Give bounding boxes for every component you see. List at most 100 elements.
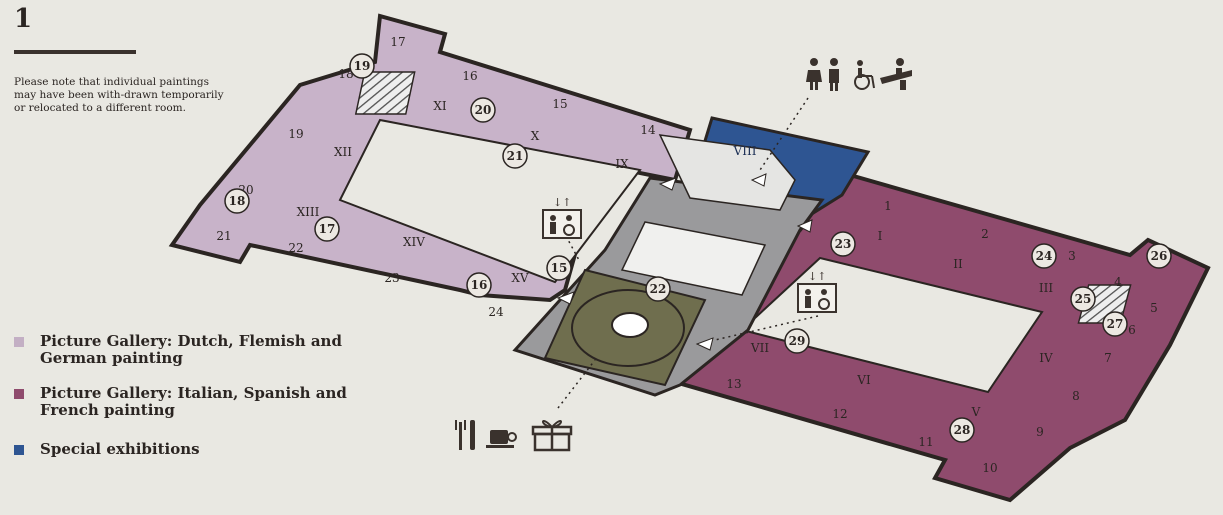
doorways <box>556 173 813 351</box>
room-V: V <box>971 405 981 419</box>
legend: Picture Gallery: Dutch, Flemish and Germ… <box>14 333 360 458</box>
room-XIII: XIII <box>297 205 320 219</box>
room-5: 5 <box>1150 301 1158 315</box>
room-14: 14 <box>640 123 656 137</box>
svg-text:24: 24 <box>1036 249 1053 263</box>
svg-text:22: 22 <box>650 282 667 296</box>
floor-number: 1 <box>14 4 33 34</box>
svg-text:21: 21 <box>507 149 524 163</box>
note-text: Please note that individual paintings ma… <box>14 76 224 114</box>
room-1: 1 <box>884 199 892 213</box>
room-24: 24 <box>488 305 504 319</box>
restroom-women-icon <box>806 58 822 90</box>
room-XV: XV <box>511 271 529 285</box>
room-19: 19 <box>288 127 303 141</box>
room-XI: XI <box>433 99 447 113</box>
marker-18[interactable]: 18 <box>224 188 250 214</box>
room-12: 12 <box>832 407 847 421</box>
restroom-men-icon <box>829 58 839 91</box>
marker-15[interactable]: 15 <box>546 255 572 281</box>
legend-label: Picture Gallery: Dutch, Flemish and Germ… <box>40 332 342 367</box>
room-IV: IV <box>1039 351 1053 365</box>
room-XIV: XIV <box>403 235 425 249</box>
marker-22[interactable]: 22 <box>645 276 671 302</box>
room-VIII: VIII <box>733 144 757 158</box>
room-18: 18 <box>338 67 353 81</box>
svg-text:16: 16 <box>471 278 488 292</box>
marker-27[interactable]: 27 <box>1102 311 1128 337</box>
legend-swatch-special <box>14 445 24 455</box>
elevator-icon: ↓↑ <box>542 196 582 239</box>
title-rule <box>14 50 136 54</box>
room-2: 2 <box>981 227 989 241</box>
room-VI: VI <box>856 373 871 387</box>
restaurant-icon <box>455 420 475 450</box>
legend-swatch-italian <box>14 389 24 399</box>
north-courtyard <box>338 118 642 284</box>
upper-staircase <box>658 134 796 211</box>
marker-19[interactable]: 19 <box>349 53 375 79</box>
room-III: III <box>1039 281 1053 295</box>
svg-text:25: 25 <box>1075 292 1092 306</box>
room-XII: XII <box>334 145 352 159</box>
room-15: 15 <box>552 97 567 111</box>
room-4: 4 <box>1114 275 1122 289</box>
svg-text:27: 27 <box>1107 317 1124 331</box>
marker-29[interactable]: 29 <box>784 328 810 354</box>
room-11: 11 <box>918 435 933 449</box>
svg-text:23: 23 <box>835 237 852 251</box>
wheelchair-icon <box>854 60 875 90</box>
room-X: X <box>531 129 540 143</box>
legend-swatch-dutch <box>14 337 24 347</box>
room-16: 16 <box>462 69 477 83</box>
svg-text:20: 20 <box>475 103 492 117</box>
marker-16[interactable]: 16 <box>466 272 492 298</box>
legend-item-italian: Picture Gallery: Italian, Spanish and Fr… <box>14 385 360 419</box>
room-VII: VII <box>750 341 769 355</box>
room-23: 23 <box>384 271 399 285</box>
room-7: 7 <box>1104 351 1112 365</box>
room-10: 10 <box>982 461 997 475</box>
marker-26[interactable]: 26 <box>1146 243 1172 269</box>
room-6: 6 <box>1128 323 1136 337</box>
room-13: 13 <box>726 377 741 391</box>
room-22: 22 <box>288 241 303 255</box>
svg-text:29: 29 <box>789 334 806 348</box>
room-8: 8 <box>1072 389 1080 403</box>
svg-text:28: 28 <box>954 423 971 437</box>
marker-20[interactable]: 20 <box>470 97 496 123</box>
svg-text:15: 15 <box>551 261 568 275</box>
room-21: 21 <box>216 229 231 243</box>
marker-25[interactable]: 25 <box>1070 286 1096 312</box>
marker-24[interactable]: 24 <box>1031 243 1057 269</box>
north-stair-hatch <box>354 71 416 115</box>
marker-28[interactable]: 28 <box>949 417 975 443</box>
room-17: 17 <box>390 35 405 49</box>
cafe-icon <box>486 430 517 448</box>
svg-text:↓↑: ↓↑ <box>808 270 826 283</box>
room-II: II <box>953 257 963 271</box>
svg-text:19: 19 <box>354 59 371 73</box>
marker-21[interactable]: 21 <box>502 143 528 169</box>
baby-changing-icon <box>880 58 912 90</box>
top-facilities <box>806 58 912 91</box>
legend-item-dutch: Picture Gallery: Dutch, Flemish and Germ… <box>14 333 360 367</box>
elevator-icon: ↓↑ <box>797 270 837 313</box>
room-IX: IX <box>615 157 629 171</box>
svg-text:26: 26 <box>1151 249 1168 263</box>
svg-text:17: 17 <box>319 222 336 236</box>
svg-text:↓↑: ↓↑ <box>553 196 571 209</box>
atrium-ring <box>571 289 685 367</box>
legend-label: Picture Gallery: Italian, Spanish and Fr… <box>40 384 347 419</box>
markers: 19 20 21 18 17 16 15 22 23 24 25 26 27 2… <box>224 53 1172 443</box>
room-3: 3 <box>1068 249 1076 263</box>
shop-icon <box>531 420 573 452</box>
marker-17[interactable]: 17 <box>314 216 340 242</box>
marker-23[interactable]: 23 <box>830 231 856 257</box>
bottom-facilities <box>455 420 573 452</box>
room-9: 9 <box>1036 425 1044 439</box>
legend-item-special: Special exhibitions <box>14 441 360 458</box>
svg-text:18: 18 <box>229 194 246 208</box>
room-I: I <box>878 229 883 243</box>
